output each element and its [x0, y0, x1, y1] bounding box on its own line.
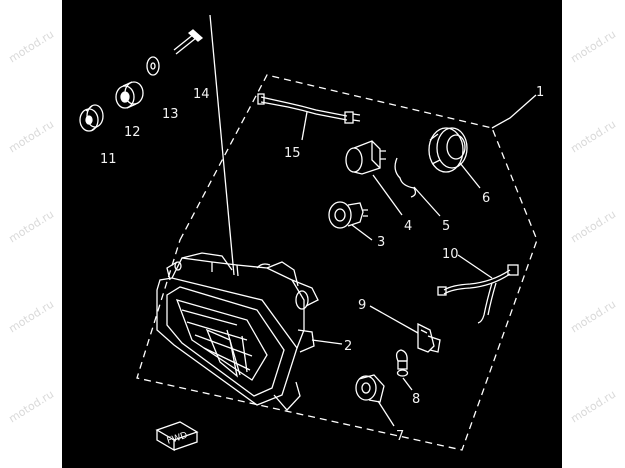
- callout-8: 8: [412, 392, 420, 407]
- callout-15: 15: [284, 146, 301, 161]
- leader-line-6: [459, 162, 481, 189]
- watermark-text: motod.ru: [6, 297, 57, 336]
- collar-part: [115, 81, 144, 109]
- diagram-canvas: 1 2 3 4 5 6 7 8 9 10 11 12 13 14 15 FWD: [79, 14, 544, 452]
- position-bulb-part: [395, 349, 409, 377]
- headlight-parts-diagram: 1 2 3 4 5 6 7 8 9 10 11 12 13 14 15 FWD: [62, 0, 562, 468]
- callout-7: 7: [396, 429, 404, 444]
- callout-6: 6: [482, 191, 490, 206]
- callout-5: 5: [442, 219, 450, 234]
- callout-4: 4: [404, 219, 412, 234]
- headlight-bulb-part: [328, 201, 368, 229]
- callout-13: 13: [162, 107, 179, 122]
- leader-line-3: [351, 224, 373, 241]
- screw-part: [173, 29, 204, 55]
- callout-14: 14: [193, 87, 210, 102]
- cap-part: [355, 374, 385, 403]
- callout-2: 2: [344, 339, 352, 354]
- watermark-text: motod.ru: [568, 117, 619, 156]
- wire-harness-part: [257, 93, 361, 124]
- headlight-unit-part: [156, 252, 319, 411]
- leader-line-1: [491, 94, 537, 129]
- callout-3: 3: [377, 235, 385, 250]
- watermark-text: motod.ru: [568, 207, 619, 246]
- leader-line-8: [402, 377, 413, 391]
- leader-line-15: [301, 111, 308, 141]
- leader-line-5: [413, 186, 441, 217]
- watermark-text: motod.ru: [6, 117, 57, 156]
- callout-11: 11: [100, 152, 117, 167]
- spring-clip-part: [394, 157, 417, 198]
- watermark-text: motod.ru: [568, 297, 619, 336]
- bulb-socket-part: [345, 140, 386, 175]
- watermark-text: motod.ru: [6, 387, 57, 426]
- watermark-text: motod.ru: [6, 207, 57, 246]
- watermark-text: motod.ru: [568, 387, 619, 426]
- leader-line-7: [377, 400, 395, 427]
- fwd-arrow-badge: [155, 421, 199, 452]
- callout-12: 12: [124, 125, 141, 140]
- callout-1: 1: [536, 85, 544, 100]
- leader-line-14: [209, 14, 235, 276]
- leader-line-10: [457, 254, 493, 279]
- fwd-label: FWD: [166, 431, 189, 447]
- leader-line-9: [369, 305, 419, 334]
- sub-harness-part: [437, 264, 519, 324]
- watermark-text: motod.ru: [6, 27, 57, 66]
- assembly-dashed-outline: [136, 74, 538, 451]
- grommet-part: [79, 104, 104, 132]
- leader-line-2: [311, 339, 343, 345]
- callout-9: 9: [358, 298, 366, 313]
- position-socket-part: [417, 322, 441, 353]
- washer-part: [146, 56, 160, 76]
- watermark-text: motod.ru: [568, 27, 619, 66]
- leader-line-4: [372, 174, 403, 216]
- bulb-cover-part: [428, 127, 468, 173]
- callout-10: 10: [442, 247, 459, 262]
